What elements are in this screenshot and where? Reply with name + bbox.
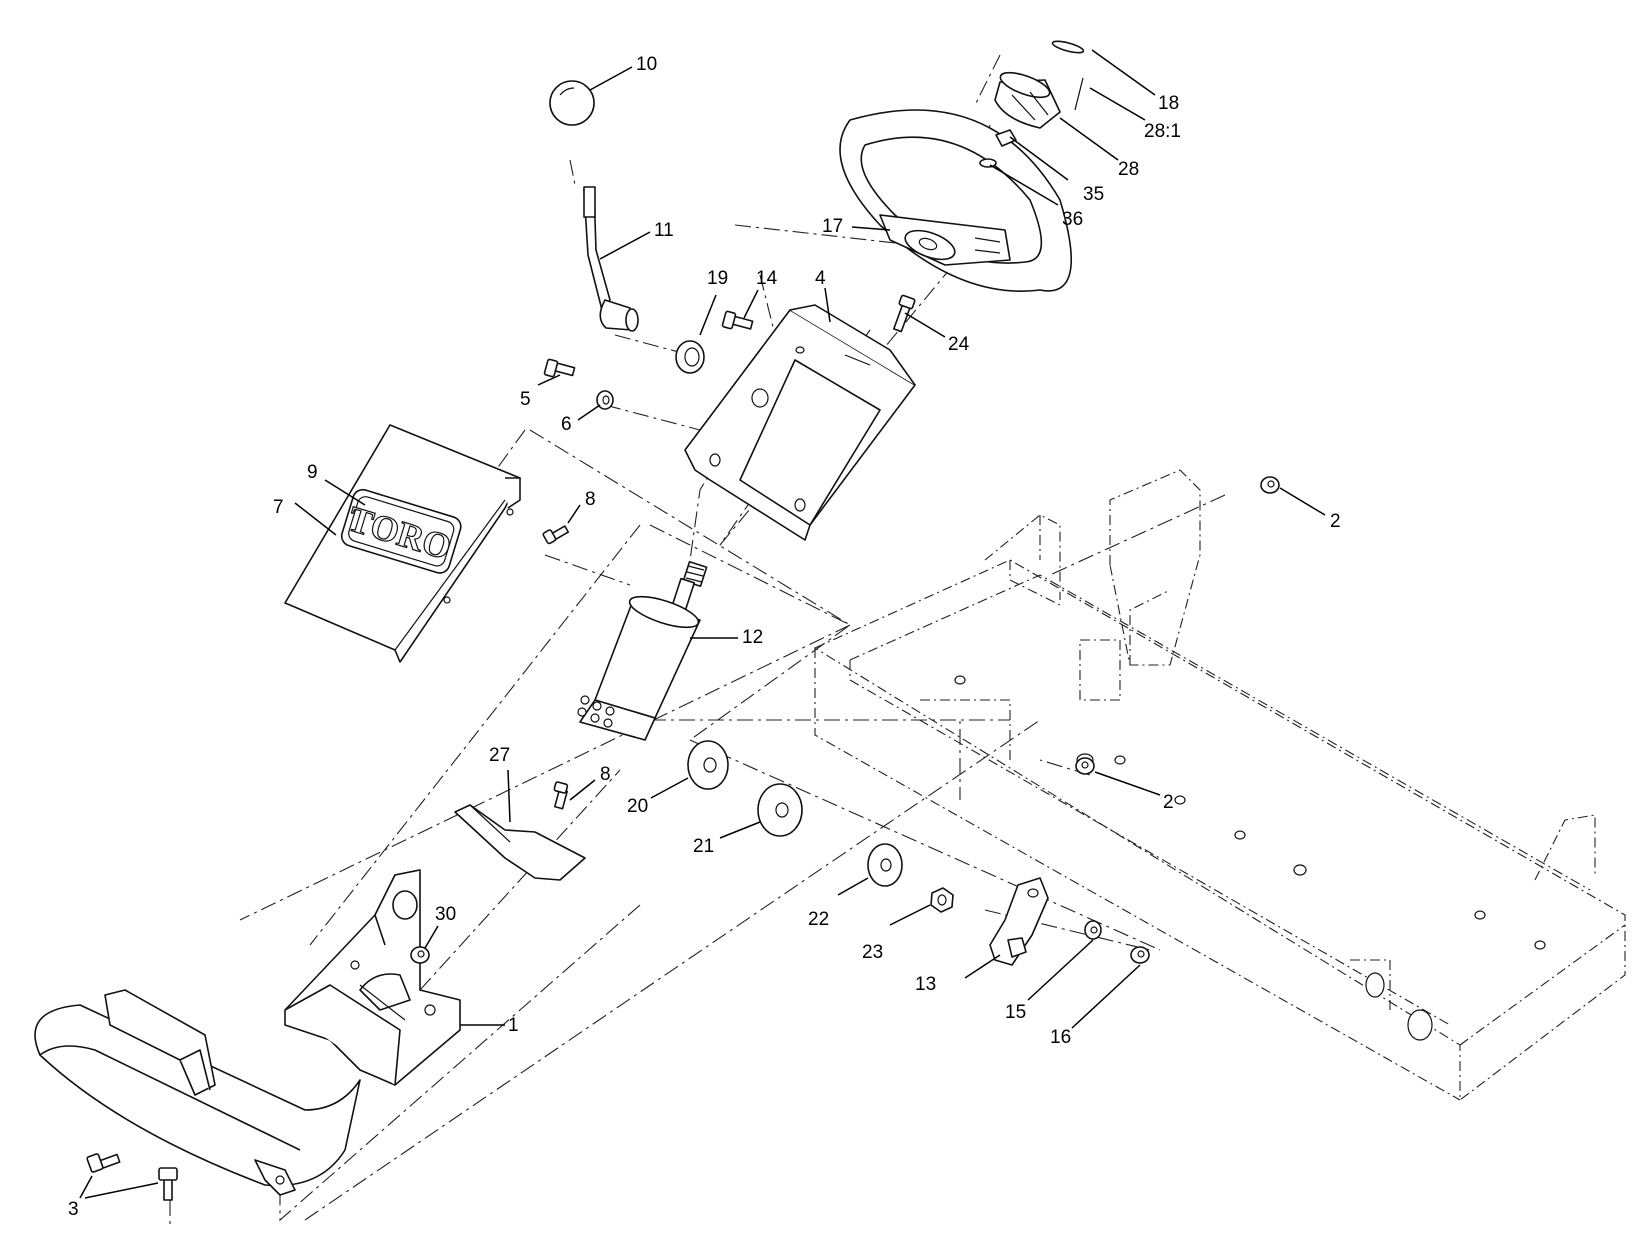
steering-motor	[577, 560, 708, 741]
callout-16: 16	[1050, 1027, 1071, 1048]
callout-21: 21	[693, 836, 714, 857]
callout-2-lower: 2	[1163, 792, 1174, 813]
bolt-5-washer-6	[543, 358, 614, 410]
callout-5: 5	[520, 389, 531, 410]
callout-36: 36	[1062, 209, 1083, 230]
callout-20: 20	[627, 796, 648, 817]
callout-19: 19	[707, 268, 728, 289]
steering-arm	[989, 877, 1049, 966]
callout-23: 23	[862, 942, 883, 963]
nut-23	[930, 887, 954, 913]
bushing	[675, 340, 705, 374]
callout-9: 9	[307, 462, 318, 483]
shift-knob	[549, 80, 595, 126]
washer-20	[687, 740, 729, 790]
bolt-8-lower	[553, 781, 569, 810]
callout-4: 4	[815, 268, 826, 289]
bolt-24	[892, 294, 916, 333]
column-base-pedal	[34, 869, 461, 1196]
bolt-8-upper	[542, 525, 570, 545]
callout-14: 14	[756, 268, 778, 289]
callout-13: 13	[915, 974, 936, 995]
washer-22	[867, 843, 903, 887]
callout-10: 10	[636, 54, 657, 75]
callout-24: 24	[948, 334, 970, 355]
steering-bracket	[684, 304, 916, 541]
callout-6: 6	[561, 414, 572, 435]
callout-11: 11	[654, 220, 674, 241]
callout-28-ratio: 28:1	[1144, 121, 1181, 142]
callout-22: 22	[808, 909, 829, 930]
callout-27: 27	[489, 745, 510, 766]
steering-wheel	[839, 109, 1072, 292]
callout-labels: 10 11 19 14 4 24 17 18 28:1 28 35 36 5 6…	[68, 54, 1341, 1220]
callout-35: 35	[1083, 184, 1104, 205]
callout-3: 3	[68, 1199, 79, 1220]
clip-bracket	[454, 804, 586, 881]
callout-8-lower: 8	[600, 764, 611, 785]
washer-21	[757, 783, 803, 837]
callout-18: 18	[1158, 93, 1179, 114]
washer-15	[1084, 920, 1102, 940]
nut-2-upper	[1260, 476, 1280, 494]
leader-lines	[79, 49, 1326, 1199]
motor-ports	[577, 695, 615, 728]
bolt-14	[721, 310, 754, 330]
callout-1: 1	[508, 1015, 519, 1036]
wheel-cap-hardware	[979, 40, 1085, 168]
callout-28: 28	[1118, 159, 1139, 180]
callout-2-upper: 2	[1330, 511, 1341, 532]
nut-30	[410, 946, 430, 964]
cover-panel: TORO	[284, 424, 521, 663]
callout-30: 30	[435, 904, 456, 925]
nut-2-lower	[1075, 757, 1095, 775]
callout-7: 7	[273, 497, 284, 518]
nut-16	[1130, 946, 1150, 964]
chassis-frame	[813, 469, 1626, 1102]
callout-12: 12	[742, 627, 763, 648]
callout-15: 15	[1005, 1002, 1026, 1023]
shift-lever	[583, 186, 639, 332]
callout-17: 17	[822, 216, 843, 237]
callout-8-upper: 8	[585, 489, 596, 510]
bolts-3	[86, 1153, 178, 1201]
